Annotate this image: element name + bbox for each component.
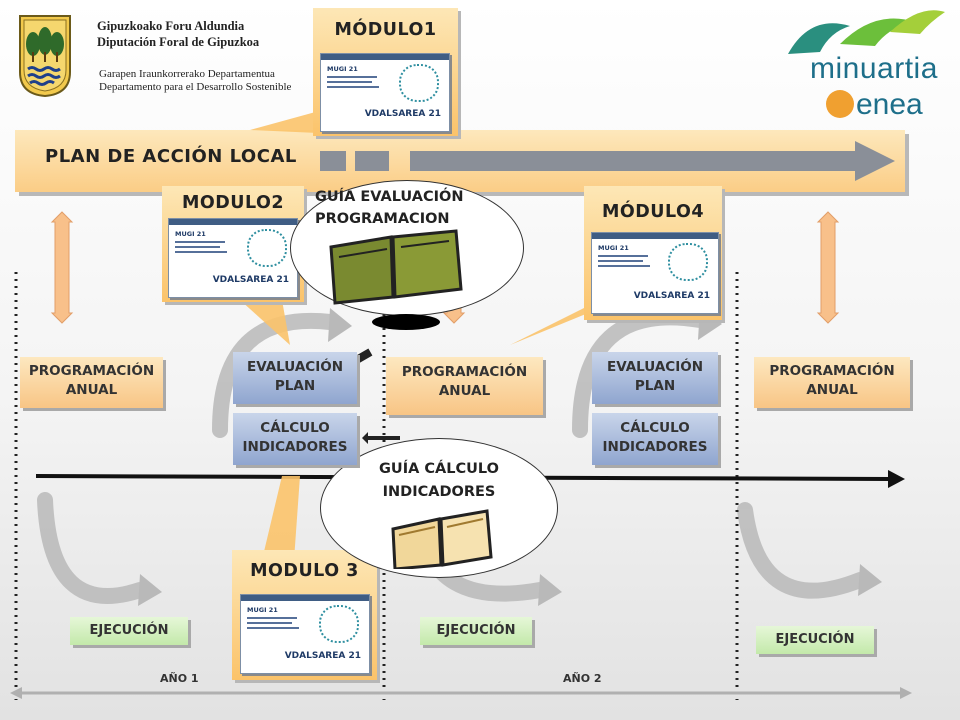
double-arrow-icon <box>816 211 840 324</box>
bubble-tail-icon <box>372 314 440 330</box>
org-name-basque: Gipuzkoako Foru Aldundia <box>97 19 245 33</box>
box-line1: EVALUACIÓN <box>606 359 704 375</box>
module1-callout: MÓDULO1 MUGI 21 VDALSAREA 21 <box>313 8 458 136</box>
plan-evaluation-box-2[interactable]: EVALUACIÓN PLAN <box>592 352 718 404</box>
module4-callout: MÓDULO4 MUGI 21 VDALSAREA 21 <box>584 186 722 320</box>
module1-title: MÓDULO1 <box>334 20 437 40</box>
module3-callout: MODULO 3 MUGI 21 VDALSAREA 21 <box>232 550 377 680</box>
box-line2: INDICADORES <box>242 439 348 455</box>
box-line2: PLAN <box>634 378 676 394</box>
box-line2: ANUAL <box>806 382 858 398</box>
box-line1: EVALUACIÓN <box>246 359 344 375</box>
box-line2: ANUAL <box>65 382 118 398</box>
guide-calculation-bubble: GUÍA CÁLCULO INDICADORES <box>320 438 558 578</box>
module3-document-thumbnail[interactable]: MUGI 21 VDALSAREA 21 <box>240 594 370 674</box>
plan-evaluation-box-1[interactable]: EVALUACIÓN PLAN <box>233 352 357 404</box>
open-book-icon <box>391 509 493 569</box>
execution-label: EJECUCIÓN <box>436 623 516 638</box>
dept-name-basque: Garapen Iraunkorrerako Departamentua <box>99 68 275 80</box>
box-line2: ANUAL <box>438 383 491 399</box>
annual-programming-box-3[interactable]: PROGRAMACIÓN ANUAL <box>754 357 910 408</box>
module2-callout: MODULO2 MUGI 21 VDALSAREA 21 <box>162 186 304 302</box>
year-2-label: AÑO 2 <box>563 672 602 685</box>
brand-name: minuartia <box>810 52 938 85</box>
box-line2: PLAN <box>274 378 316 394</box>
guide-evaluation-line2: PROGRAMACION <box>315 211 450 227</box>
org-name-spanish: Diputación Foral de Gipuzkoa <box>97 35 260 49</box>
box-line1: CÁLCULO <box>260 420 330 436</box>
execution-box-1[interactable]: EJECUCIÓN <box>70 617 188 645</box>
box-line1: PROGRAMACIÓN <box>769 363 895 379</box>
dept-name-spanish: Departamento para el Desarrollo Sostenib… <box>99 81 292 93</box>
box-line1: PROGRAMACIÓN <box>28 363 155 379</box>
module4-document-thumbnail[interactable]: MUGI 21 VDALSAREA 21 <box>591 232 719 314</box>
year-axis-icon <box>10 687 912 699</box>
box-line2: INDICADORES <box>602 439 708 455</box>
annual-programming-box-2[interactable]: PROGRAMACIÓN ANUAL <box>386 357 543 415</box>
module3-title: MODULO 3 <box>250 561 359 581</box>
annual-programming-box-1[interactable]: PROGRAMACIÓN ANUAL <box>20 357 163 408</box>
module2-title: MODULO2 <box>181 193 285 213</box>
box-line1: CÁLCULO <box>620 420 690 436</box>
execution-label: EJECUCIÓN <box>775 632 855 647</box>
guide-calculation-line1: GUÍA CÁLCULO <box>379 461 499 477</box>
module1-document-thumbnail[interactable]: MUGI 21 VDALSAREA 21 <box>320 53 450 132</box>
year-1-label: AÑO 1 <box>160 672 199 685</box>
double-arrow-icon <box>50 211 74 324</box>
execution-box-2[interactable]: EJECUCIÓN <box>420 617 532 645</box>
book-icon <box>329 229 463 305</box>
leaf-swoosh-icon <box>788 10 945 54</box>
module4-title: MÓDULO4 <box>601 202 705 222</box>
indicator-calculation-box-2[interactable]: CÁLCULO INDICADORES <box>592 413 718 465</box>
plan-arrow-icon <box>320 141 895 181</box>
guide-calculation-line2: INDICADORES <box>382 484 496 500</box>
minuartia-logo: minuartia enea <box>780 4 955 124</box>
module2-document-thumbnail[interactable]: MUGI 21 VDALSAREA 21 <box>168 218 298 298</box>
gipuzkoa-shield-logo <box>18 14 72 98</box>
brand-subname: enea <box>856 88 923 121</box>
execution-box-3[interactable]: EJECUCIÓN <box>756 626 874 654</box>
execution-label: EJECUCIÓN <box>89 623 169 638</box>
indicator-calculation-box-1[interactable]: CÁLCULO INDICADORES <box>233 413 357 465</box>
guide-evaluation-line1: GUÍA EVALUACIÓN <box>315 189 464 205</box>
box-line1: PROGRAMACIÓN <box>401 364 528 380</box>
orange-dot-icon <box>826 90 854 118</box>
guide-evaluation-bubble: GUÍA EVALUACIÓN PROGRAMACION <box>290 180 524 316</box>
plan-bar-label: PLAN DE ACCIÓN LOCAL <box>45 146 297 167</box>
